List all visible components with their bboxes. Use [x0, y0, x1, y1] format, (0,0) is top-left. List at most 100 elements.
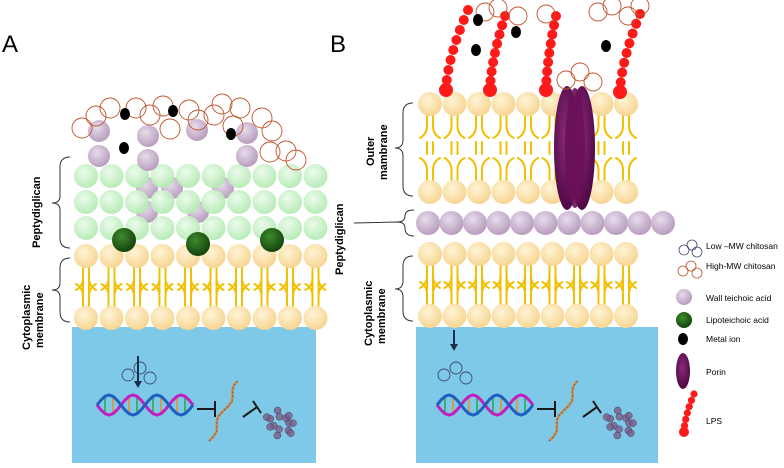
panel-b-peptidoglycan-unit: [604, 211, 628, 235]
panel-a-peptidoglycan-unit: [74, 216, 98, 240]
panel-b-chitosan-ring: [475, 2, 495, 22]
legend-porin-icon: [676, 353, 690, 389]
panel-b-lps-bead: [454, 25, 465, 35]
panel-b-outer-membrane-lipid-tail: [468, 115, 490, 181]
panel-b-outer-membrane-lipid-head: [442, 92, 467, 116]
panel-b-lps-bead: [539, 83, 553, 97]
panel-a-peptidoglycan-unit: [252, 164, 277, 188]
panel-a-chitosan-ring: [125, 97, 147, 119]
panel-b-inner-membrane-lipid-tail: [590, 265, 613, 305]
panel-a-membrane-lipid-head: [227, 306, 251, 330]
label-mambrane-b: mambrane: [378, 124, 390, 180]
panel-a-membrane-lipid-head: [74, 244, 98, 268]
panel-a-peptidoglycan-unit: [176, 164, 200, 188]
panel-a-membrane-lipid-tails: [75, 267, 327, 307]
panel-b-outer-membrane-lipid-head: [589, 180, 614, 204]
panel-a-peptidoglycan-unit: [201, 216, 226, 240]
panel-a-peptidoglycan-unit: [303, 190, 328, 214]
panel-a-peptidoglycan-unit: [278, 190, 302, 214]
legend-lps-icon: [679, 390, 698, 437]
panel-b-lps-bead: [617, 67, 628, 78]
panel-a-layers: [71, 93, 328, 330]
panel-b-porin: [565, 88, 585, 208]
panel-a-surface-teichoic: [137, 125, 159, 147]
panel-b-outer-membrane-lipid-tail: [492, 115, 515, 181]
legend-metal-ion-icon: [678, 333, 688, 345]
panel-b-inner-membrane-lipid-tail: [566, 265, 588, 305]
panel-b-inner-membrane-lipid-tails: [419, 265, 637, 305]
panel-b-inner-membrane-lipid-tail: [419, 265, 441, 305]
panel-b-low-mw-chitosan-ring: [449, 361, 463, 375]
legend-porin-label: Porin: [706, 367, 726, 377]
panel-b-inner-membrane-lipid-head: [467, 242, 491, 266]
panel-a-membrane-lipid-tail: [304, 267, 327, 307]
panel-b-chitosan-ring: [570, 62, 590, 82]
panel-b-outer-membrane-lipid-head: [614, 180, 638, 204]
panel-a-protein-subunit: [263, 413, 271, 421]
panel-b-mrna-backbone: [548, 380, 578, 442]
panel-a-membrane-lipid-tail: [253, 267, 276, 307]
panel-a-metal-ion: [168, 105, 178, 117]
panel-a-low-mw-chitosan-ring: [133, 361, 147, 375]
panel-b-inner-membrane-lipid-head: [418, 242, 442, 266]
panel-b-peptidoglycan-unit: [627, 211, 652, 235]
panel-a-chitosan-ring: [85, 105, 107, 127]
label-peptidoglycan-a: Peptydiglican: [31, 176, 43, 248]
panel-b-outer-membrane-lipid-head: [589, 92, 614, 116]
panel-a-low-mw-chitosan-ring: [121, 368, 135, 382]
panel-a-chitosan-ring: [159, 118, 181, 140]
panel-a-chitosan-ring: [259, 141, 281, 163]
panel-b-inner-membrane-lipid-head: [516, 304, 540, 328]
panel-b-lps-bead: [500, 11, 510, 21]
panel-a-chitosan: [71, 93, 307, 171]
panel-b-lps-bead: [619, 57, 630, 68]
panel-b-lps-bead: [458, 15, 469, 25]
panel-b-low-mw-chitosan-ring: [437, 368, 451, 382]
panel-b-lps-bead: [551, 11, 561, 21]
legend-lipoteichoic-label: Lipoteichoic acid: [706, 315, 769, 325]
panel-b-lps-bead: [497, 20, 508, 31]
panel-b-outer-membrane-lipid-head: [418, 180, 442, 204]
panel-b-outer-membrane-lipid-tail: [517, 115, 539, 181]
panel-b-chitosan-ring: [536, 4, 556, 24]
panel-b-inner-membrane-lipid-head: [540, 304, 565, 328]
panel-b-cytoplasm-contents: [435, 330, 637, 442]
panel-a-uptake-arrow-head: [134, 381, 142, 388]
panel-b-inner-membrane-lipid-head: [442, 304, 467, 328]
panel-b-inner-membrane-lipid-head: [614, 242, 638, 266]
panel-a-membrane-lipid-tail: [202, 267, 225, 307]
panel-a-protein-subunit: [286, 429, 295, 437]
panel-b-lps: [439, 5, 645, 99]
panel-a-chitosan-ring: [261, 120, 283, 142]
panel-b-outer-membrane-lipid-head: [491, 92, 516, 116]
panel-a-membrane-lipid-tail: [100, 267, 123, 307]
panel-a-membrane-lipid-head: [99, 306, 124, 330]
legend-lps-bead: [683, 409, 691, 417]
panel-a-membrane-lipid-head: [278, 244, 302, 268]
panel-b-inner-membrane-lipid-head: [589, 304, 614, 328]
panel-b-lps-bead: [547, 29, 558, 40]
panel-a-membrane-lipid-head: [150, 306, 175, 330]
panel-a-membrane-lipid-head: [303, 306, 328, 330]
panel-a-membrane-lipid-head: [303, 244, 328, 268]
panel-b-peptidoglycan-unit: [486, 211, 511, 235]
panel-b-lps-bead: [542, 66, 553, 77]
panel-a-membrane-lipid-heads: [74, 244, 328, 330]
panel-b-lps-bead: [451, 35, 462, 45]
panel-b-metal-ion: [471, 44, 481, 56]
panel-b-outer-membrane-lipid-tail: [419, 115, 441, 181]
panel-b-chitosan-ring: [488, 0, 508, 18]
panel-a-surface-teichoic: [236, 145, 258, 167]
panel-b-chitosan-ring: [583, 72, 603, 92]
legend-lps-label: LPS: [706, 416, 722, 426]
panel-b-lps-bead: [483, 83, 497, 97]
panel-a-membrane-lipid-head: [201, 306, 226, 330]
panel-a-surface-teichoic: [137, 149, 159, 171]
panel-a-chitosan-ring: [71, 117, 93, 139]
brace-peptidoglycan-a: [51, 156, 71, 249]
panel-b-letter: B: [330, 31, 346, 58]
panel-a-peptidoglycan-unit: [201, 164, 226, 188]
panel-a-protein-subunit: [266, 423, 274, 431]
